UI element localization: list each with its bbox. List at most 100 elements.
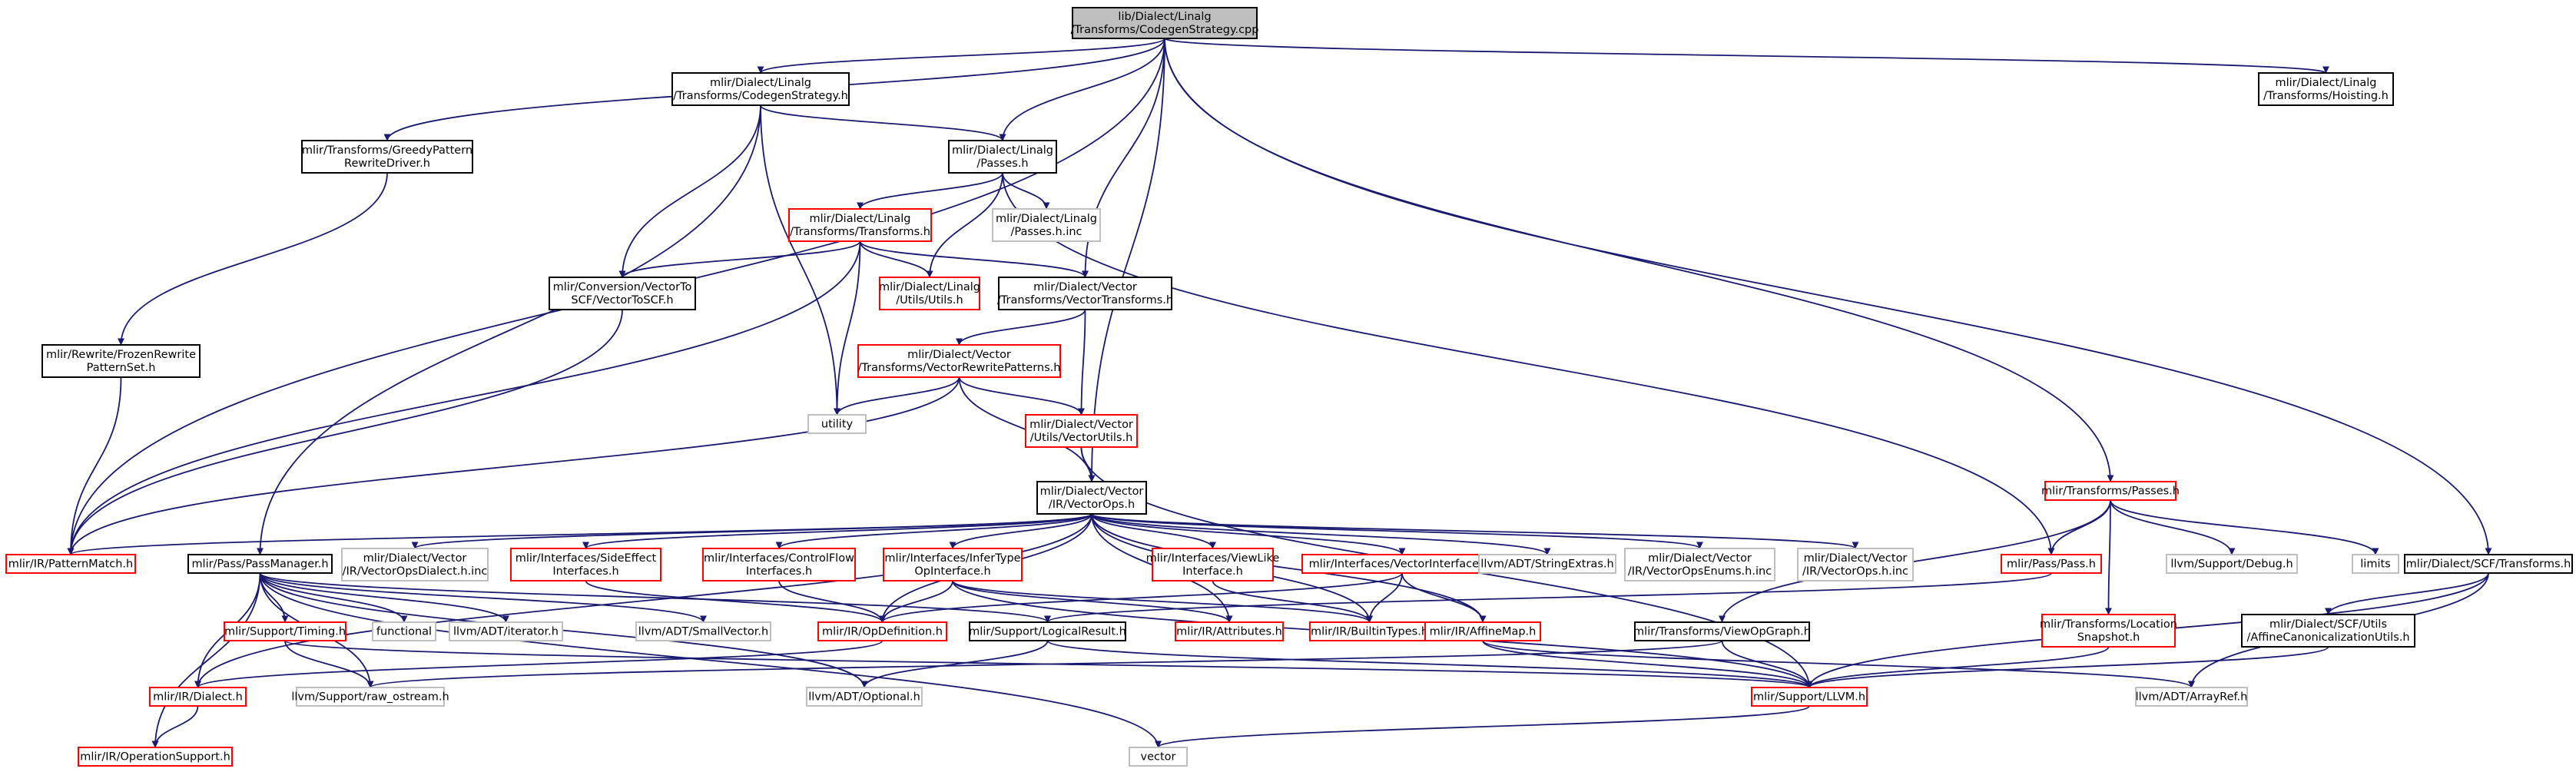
- node-box: [149, 687, 247, 707]
- node-cs_h[interactable]: mlir/Dialect/Linalg/Transforms/CodegenSt…: [671, 72, 850, 106]
- node-limits: limits: [2352, 554, 2399, 574]
- edge-vec_ops-to-vector_interfaces: [1091, 513, 1406, 555]
- node-builtin_types[interactable]: mlir/IR/BuiltinTypes.h: [1309, 621, 1430, 641]
- node-operation_support[interactable]: mlir/IR/OperationSupport.h: [78, 747, 233, 767]
- edge-vec_ops-to-string_extras: [1091, 513, 1551, 555]
- node-pattern_match[interactable]: mlir/IR/PatternMatch.h: [5, 554, 136, 574]
- node-label: mlir/Dialect/Linalg: [809, 213, 910, 225]
- node-vec_utils[interactable]: mlir/Dialect/Vector/Utils/VectorUtils.h: [1025, 414, 1138, 448]
- node-vec_transforms[interactable]: mlir/Dialect/Vector/Transforms/VectorTra…: [997, 277, 1173, 310]
- node-label: utility: [821, 419, 854, 431]
- node-support_llvm[interactable]: mlir/Support/LLVM.h: [1751, 687, 1868, 707]
- node-label: mlir/IR/PatternMatch.h: [8, 558, 133, 571]
- node-label: lib/Dialect/Linalg: [1118, 11, 1211, 23]
- node-box: [1478, 554, 1616, 574]
- edge-vec_transforms-to-vec_utils: [1078, 309, 1086, 416]
- edge-pass_manager-to-logical_result: [259, 572, 1051, 623]
- node-label: mlir/Transforms/GreedyPattern: [302, 144, 472, 157]
- node-functional: functional: [372, 621, 436, 641]
- node-box: [635, 621, 771, 641]
- node-pass_h[interactable]: mlir/Pass/Pass.h: [2001, 554, 2102, 574]
- edge-cs_h-to-linalg_passes: [760, 104, 1006, 141]
- edge-pass_manager-to-vector: [259, 572, 1162, 748]
- edge-affine_canon-to-support_llvm: [1805, 646, 2329, 688]
- node-ir_dialect[interactable]: mlir/IR/Dialect.h: [149, 687, 247, 707]
- node-box: [806, 687, 923, 707]
- node-pass_manager[interactable]: mlir/Pass/PassManager.h: [187, 554, 333, 574]
- node-label: llvm/ADT/StringExtras.h: [1480, 558, 1613, 571]
- node-label: mlir/Dialect/Vector: [1029, 419, 1133, 431]
- edge-location_snapshot-to-support_llvm: [1805, 646, 2110, 688]
- edge-vec_rewrite-to-pattern_match: [67, 376, 960, 555]
- node-label: mlir/Interfaces/InferType: [884, 552, 1020, 565]
- node-label: /Utils/Utils.h: [896, 294, 963, 306]
- node-linalg_transforms[interactable]: mlir/Dialect/Linalg/Transforms/Transform…: [788, 208, 932, 242]
- node-box: [2166, 554, 2298, 574]
- node-box: [1634, 621, 1810, 641]
- node-label: mlir/Pass/PassManager.h: [191, 558, 328, 571]
- node-label: mlir/Dialect/Linalg: [2275, 77, 2376, 89]
- node-box: [41, 344, 201, 378]
- node-label: /Passes.h: [976, 157, 1028, 170]
- node-box: [296, 687, 445, 707]
- edge-linalg_transforms-to-linalg_utils: [859, 240, 933, 278]
- node-label: /Transforms/CodegenStrategy.h: [673, 90, 848, 102]
- edge-transforms_passes-to-location_snapshot: [2105, 499, 2113, 615]
- node-affine_canon[interactable]: mlir/Dialect/SCF/Utils/AffineCanonicaliz…: [2241, 614, 2415, 648]
- node-vec_rewrite[interactable]: mlir/Dialect/Vector/Transforms/VectorRew…: [857, 344, 1061, 378]
- node-label: /IR/VectorOps.h: [1049, 499, 1135, 511]
- node-support_debug: llvm/Support/Debug.h: [2166, 554, 2298, 574]
- node-label: mlir/Pass/Pass.h: [2007, 558, 2096, 571]
- node-vec_ops[interactable]: mlir/Dialect/Vector/IR/VectorOps.h: [1036, 481, 1147, 515]
- node-label: functional: [376, 626, 432, 638]
- edge-cs_h-to-vec_to_scf: [618, 104, 761, 278]
- node-affine_map[interactable]: mlir/IR/AffineMap.h: [1424, 621, 1541, 641]
- edge-side_effect-to-op_definition: [585, 580, 886, 623]
- edge-vec_transforms-to-vec_rewrite: [956, 309, 1086, 346]
- edge-logical_result-to-optional: [860, 640, 1049, 688]
- node-vec_to_scf[interactable]: mlir/Conversion/VectorToSCF/VectorToSCF.…: [549, 277, 696, 310]
- node-label: mlir/Interfaces/SideEffect: [516, 552, 657, 565]
- node-vector_interfaces[interactable]: mlir/Interfaces/VectorInterfaces.h: [1301, 554, 1503, 574]
- node-small_vector: llvm/ADT/SmallVector.h: [635, 621, 771, 641]
- node-op_definition[interactable]: mlir/IR/OpDefinition.h: [817, 621, 947, 641]
- node-linalg_passes[interactable]: mlir/Dialect/Linalg/Passes.h: [948, 140, 1057, 174]
- node-greedy[interactable]: mlir/Transforms/GreedyPatternRewriteDriv…: [301, 140, 473, 174]
- edge-transforms_passes-to-pass_h: [2047, 499, 2111, 555]
- edge-op_definition-to-ir_dialect: [194, 640, 884, 688]
- node-root[interactable]: lib/Dialect/Linalg/Transforms/CodegenStr…: [1071, 7, 1259, 39]
- node-timing[interactable]: mlir/Support/Timing.h: [224, 621, 346, 641]
- edge-linalg_transforms-to-vec_to_scf: [618, 240, 861, 278]
- node-attributes[interactable]: mlir/IR/Attributes.h: [1175, 621, 1284, 641]
- node-box: [807, 414, 867, 434]
- node-box: [671, 72, 850, 106]
- node-hoisting[interactable]: mlir/Dialect/Linalg/Transforms/Hoisting.…: [2258, 72, 2394, 106]
- node-scf_transforms[interactable]: mlir/Dialect/SCF/Transforms.h: [2404, 554, 2573, 574]
- node-box: [879, 277, 980, 310]
- edge-view_like-to-builtin_types: [1212, 580, 1373, 623]
- node-passes_inc: mlir/Dialect/Linalg/Passes.h.inc: [992, 208, 1101, 242]
- node-view_op_graph[interactable]: mlir/Transforms/ViewOpGraph.h: [1633, 621, 1811, 641]
- node-box: [1797, 548, 1914, 581]
- node-box: [372, 621, 436, 641]
- edge-root-to-linalg_passes: [999, 38, 1165, 141]
- edge-layer: [67, 38, 2492, 748]
- node-linalg_utils[interactable]: mlir/Dialect/Linalg/Utils/Utils.h: [879, 277, 980, 310]
- node-label: mlir/IR/Attributes.h: [1176, 626, 1282, 638]
- node-logical_result[interactable]: mlir/Support/LogicalResult.h: [969, 621, 1126, 641]
- edge-pass_manager-to-functional: [259, 572, 408, 623]
- node-utility: utility: [807, 414, 867, 434]
- node-transforms_passes[interactable]: mlir/Transforms/Passes.h: [2041, 481, 2180, 501]
- node-label: mlir/Interfaces/ControlFlow: [704, 552, 854, 565]
- edge-vec_ops-to-vec_ops_inc: [1091, 513, 1859, 549]
- edge-root-to-vec_ops: [1088, 38, 1165, 482]
- node-label: SCF/VectorToSCF.h: [571, 294, 673, 306]
- edge-ir_dialect-to-operation_support: [151, 705, 199, 748]
- node-label: /Transforms/Hoisting.h: [2263, 90, 2389, 102]
